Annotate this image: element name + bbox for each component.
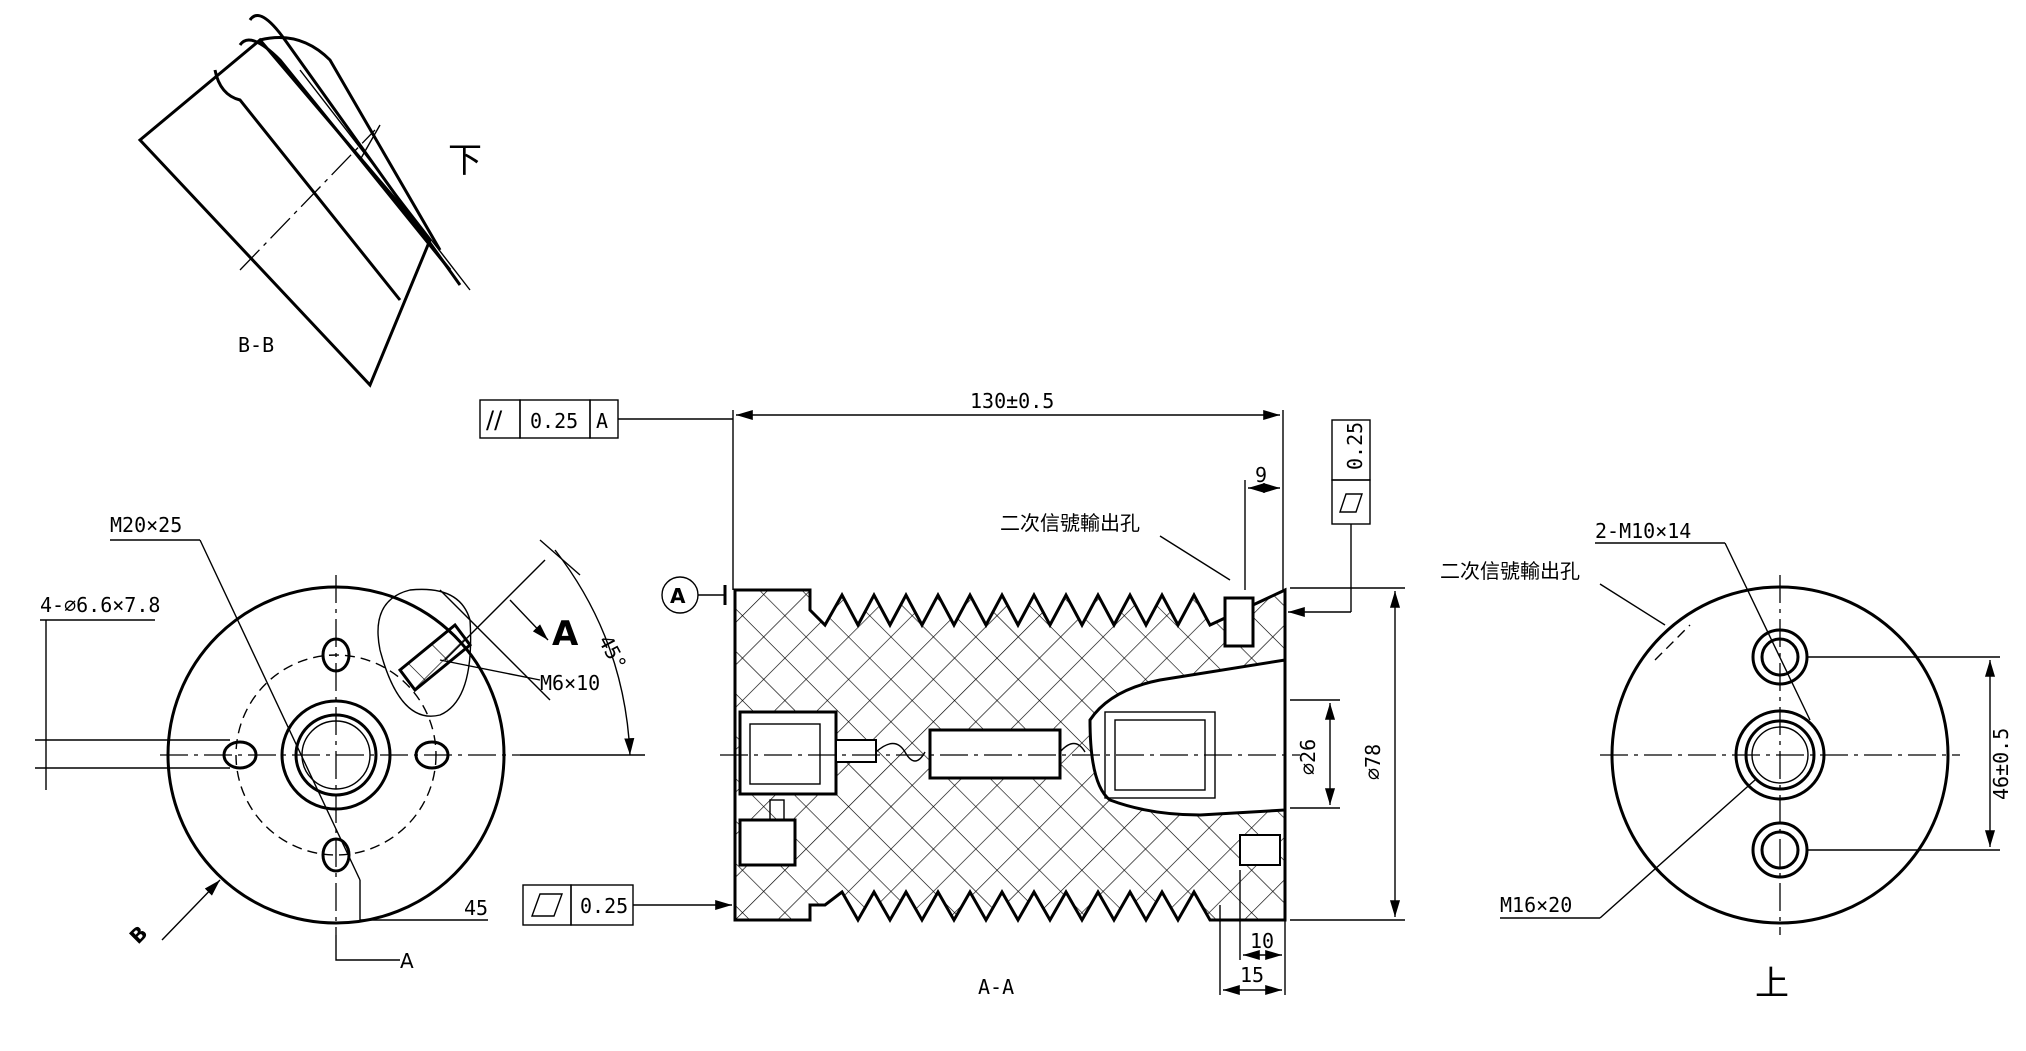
angle-label: 45° (594, 631, 632, 674)
datum-a-label: A (670, 584, 686, 608)
view-section-aa: A 130±0.5 9 二次信號輸出孔 ⌀26 ⌀78 10 15 (479, 389, 1405, 999)
parallelism-tolerance-frame: // 0.25 A (479, 399, 733, 439)
svg-text:0.25: 0.25 (1343, 422, 1367, 470)
view-left: M20×25 4-⌀6.6×7.8 45 A M6×10 45° A B (35, 513, 645, 973)
dim-9: 9 (1255, 463, 1267, 487)
signal-hole-note: 二次信號輸出孔 (1000, 511, 1140, 535)
section-aa-label: A-A (978, 975, 1014, 999)
svg-text:0.25: 0.25 (580, 894, 628, 918)
section-a-mark: A (400, 949, 414, 973)
bb-view-label: B-B (238, 333, 274, 357)
signal-output-hole (1223, 596, 1255, 648)
dim-10: 10 (1250, 929, 1274, 953)
view-bb: B-B 下 (137, 14, 482, 388)
bb-side-label: 下 (448, 141, 482, 181)
flatness-tolerance-frame-top: 0.25 (1288, 419, 1371, 618)
local-section-outline (377, 588, 472, 717)
lower-screw-hole (738, 818, 797, 867)
dia26-dim: ⌀26 (1296, 739, 1320, 775)
forty-five-label: 45 (464, 896, 488, 920)
holes-label: 4-⌀6.6×7.8 (40, 593, 160, 617)
m10-label: 2-M10×14 (1595, 519, 1691, 543)
view-right: 46±0.5 2-M10×14 二次信號輸出孔 M16×20 上 (1440, 519, 2013, 1004)
view-a-label: A (552, 614, 579, 654)
length-dim: 130±0.5 (970, 389, 1054, 413)
signal-hole-note-right: 二次信號輸出孔 (1440, 559, 1580, 583)
svg-text:A: A (596, 409, 608, 433)
dim-15: 15 (1240, 963, 1264, 987)
m16-label: M16×20 (1500, 893, 1572, 917)
view-b-label: B (125, 921, 153, 949)
top-side-label: 上 (1755, 964, 1789, 1004)
spacing-dim: 46±0.5 (1989, 728, 2013, 800)
m6-label: M6×10 (540, 671, 600, 695)
flatness-tolerance-frame-bottom: 0.25 (522, 884, 732, 926)
center-conductor (928, 728, 1062, 780)
svg-text:0.25: 0.25 (530, 409, 578, 433)
right-insert-cavity (1088, 658, 1287, 817)
dia78-dim: ⌀78 (1361, 744, 1385, 780)
svg-text://: // (486, 406, 503, 434)
m20-label: M20×25 (110, 513, 182, 537)
